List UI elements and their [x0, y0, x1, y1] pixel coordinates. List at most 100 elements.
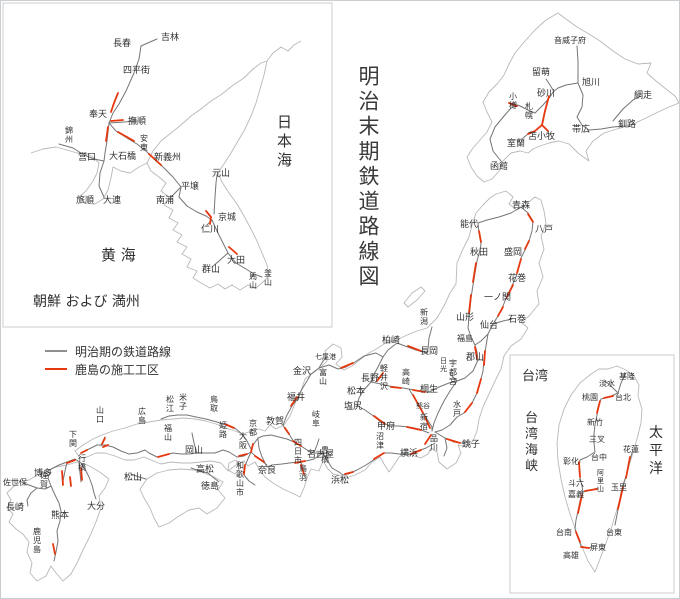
korea-label: 大田: [227, 254, 245, 266]
japan-label: 大分: [87, 500, 105, 512]
japan-label: 金沢: [293, 365, 311, 377]
kajima-section-line: [69, 476, 72, 487]
railway-line: [492, 206, 534, 325]
kajima-section-line: [294, 460, 306, 464]
kajima-section-line: [373, 452, 385, 460]
kajima-section-line: [66, 459, 76, 464]
japan-label: 福山: [164, 424, 172, 442]
railway-line: [612, 95, 642, 122]
taiwan-label: 新竹: [587, 417, 603, 427]
kajima-section-line: [407, 345, 422, 352]
korea-label: 大連: [103, 194, 121, 206]
kajima-section-line: [80, 467, 83, 481]
taiwan-label: 台北: [615, 392, 631, 402]
japan-label: 佐世保: [3, 477, 27, 487]
japan-label: 郡山: [466, 352, 484, 363]
kajima-section-line: [474, 346, 478, 359]
railway-line: [456, 359, 479, 382]
kajima-section-line: [80, 449, 88, 454]
korea-label: 京城: [218, 211, 236, 223]
taiwan-label: 阿里山: [597, 468, 604, 493]
legend-label-meiji-railways: 明治期の鉄道路線: [75, 344, 172, 359]
railway-line: [213, 174, 218, 215]
japan-label: 一ノ関: [484, 292, 511, 303]
kajima-section-line: [524, 240, 530, 250]
kajima-section-line: [410, 449, 422, 455]
railway-line: [170, 186, 182, 198]
japan-label: 青森: [512, 199, 530, 211]
japan-label: 鹿児島: [33, 526, 41, 554]
japan-label: 函館: [490, 160, 508, 172]
kajima-section-line: [205, 210, 212, 225]
railway-line: [318, 356, 328, 369]
japan-label: 長野: [361, 373, 379, 384]
japan-label: 名古屋: [307, 448, 334, 460]
railway-line: [534, 82, 579, 114]
japan-label: 盛岡: [504, 246, 522, 258]
coastline: [139, 468, 226, 528]
railway-line: [236, 434, 436, 476]
japan-label: 石巻: [508, 313, 526, 325]
coastline: [403, 286, 426, 308]
railway-line: [431, 380, 458, 432]
railway-line: [489, 104, 519, 162]
kajima-section-line: [406, 426, 422, 431]
japan-label: 高松: [196, 463, 214, 475]
railway-line: [191, 432, 198, 454]
kajima-section-line: [577, 494, 583, 514]
kajima-section-line: [254, 455, 265, 463]
railway-line: [576, 45, 579, 84]
taiwan-label: 台東: [606, 527, 622, 537]
japan-label: 富山: [319, 367, 327, 386]
railway-line: [62, 461, 68, 482]
japan-label: 高崎: [402, 367, 410, 386]
korea-label: 吉林: [161, 31, 179, 43]
japan-label: 姫路: [219, 420, 227, 439]
japan-label: 横浜: [400, 447, 418, 459]
japan-label: 甲府: [377, 420, 395, 432]
railway-line: [160, 414, 237, 430]
coastline: [227, 459, 242, 475]
kajima-section-line: [412, 389, 426, 393]
japan-label: 軽井沢: [380, 364, 388, 391]
kajima-section-line: [596, 400, 601, 414]
japan-label: 米子: [179, 392, 187, 411]
railway-line: [517, 104, 536, 114]
japan-label: 札幌: [525, 101, 533, 120]
railway-line: [282, 352, 384, 426]
korea-label: 撫順: [128, 115, 146, 127]
railway-line: [190, 467, 220, 483]
japan-label: 水戸: [453, 399, 461, 418]
railway-line: [545, 78, 554, 91]
railway-line: [235, 428, 252, 450]
kajima-section-line: [483, 350, 486, 366]
railway-line: [211, 219, 263, 278]
korea-label: 平壌: [181, 180, 199, 192]
kajima-section-line: [472, 262, 477, 283]
railway-line: [617, 372, 627, 394]
japan-label: 豊橋: [321, 445, 329, 464]
railway-line: [140, 38, 158, 47]
kajima-section-line: [157, 453, 170, 458]
japan-label: 秋田: [470, 246, 488, 258]
korea-label: 長春: [113, 37, 131, 49]
kajima-section-line: [412, 394, 424, 414]
korea-label: 馬山: [249, 272, 257, 290]
japan-label: 砂川: [537, 87, 555, 99]
railway-line: [576, 82, 626, 131]
taiwan-label: 屏東: [590, 542, 606, 552]
legend-label-kajima-sections: 鹿島の施工工区: [75, 362, 160, 377]
taiwan-label: 台南: [556, 527, 572, 537]
japan-label: 大阪: [239, 431, 247, 450]
kajima-section-line: [390, 386, 402, 389]
kajima-section-line: [584, 488, 598, 492]
kajima-section-line: [424, 416, 431, 429]
japan-label: 宇都宮: [449, 358, 457, 386]
railway-line: [211, 252, 229, 268]
railway-line: [579, 414, 598, 461]
kajima-section-line: [446, 438, 461, 444]
japan-label: 帯広: [572, 123, 590, 135]
kajima-section-line: [625, 456, 631, 479]
map-title: 明治末期鉄道路線図: [356, 65, 380, 290]
kajima-section-line: [224, 423, 235, 429]
